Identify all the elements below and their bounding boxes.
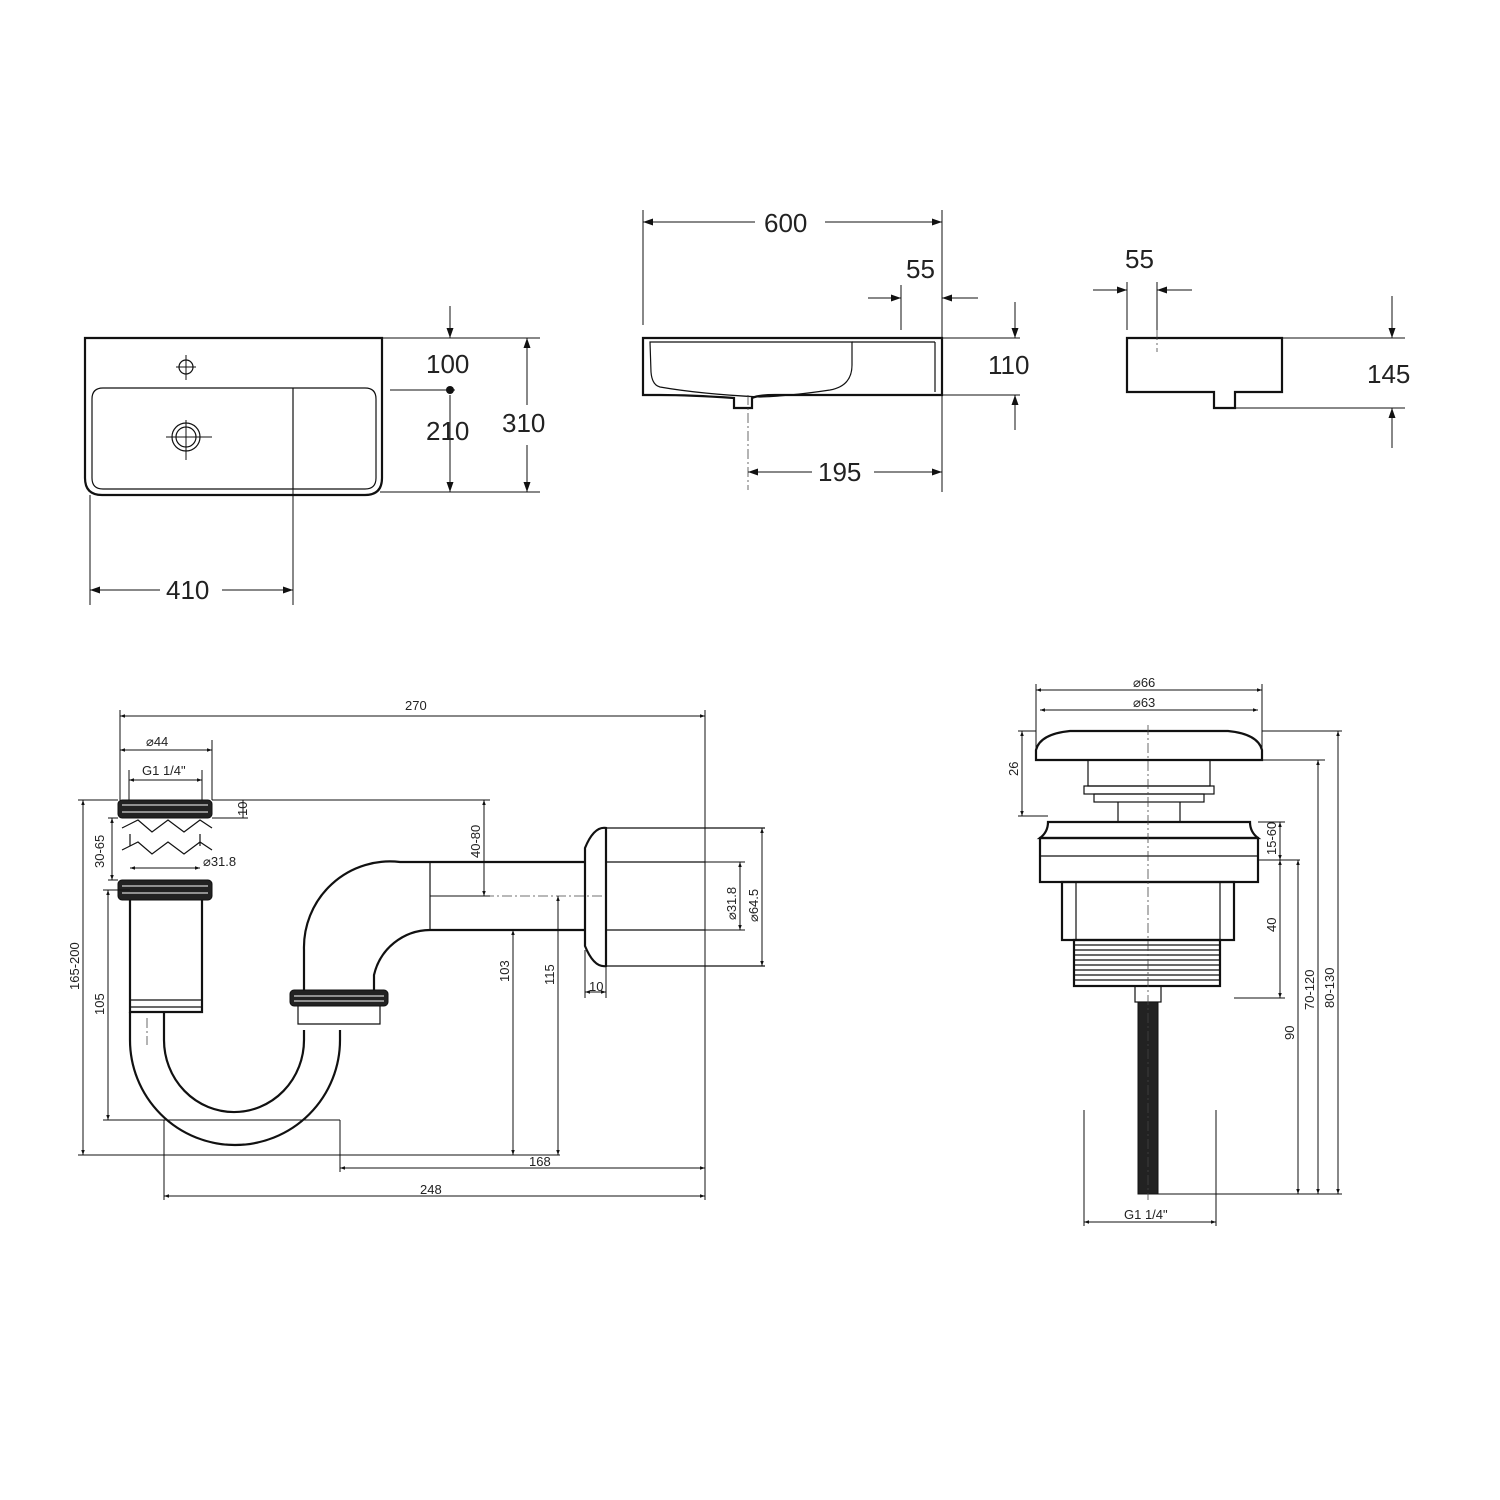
dim-270: 270	[405, 698, 427, 713]
dim-195: 195	[818, 457, 861, 487]
dim-110: 110	[988, 350, 1029, 380]
tap-center-dot	[446, 386, 454, 394]
dim-80-130: 80-130	[1322, 968, 1337, 1008]
dim-168: 168	[529, 1154, 551, 1169]
basin-front-outline	[641, 336, 944, 410]
dim-40-80: 40-80	[468, 825, 483, 858]
dim-100: 100	[426, 349, 469, 379]
dim-145: 145	[1367, 359, 1410, 389]
dim-26: 26	[1006, 762, 1021, 776]
dim-dia-64-5: ⌀64.5	[746, 889, 761, 922]
outlet-elbow	[302, 860, 430, 990]
dim-210: 210	[426, 416, 469, 446]
dim-10-nut: 10	[235, 802, 250, 816]
bend-nut	[289, 989, 389, 1007]
dim-dia-31-8-inlet: ⌀31.8	[203, 854, 236, 869]
dim-dia-31-8-outlet: ⌀31.8	[724, 887, 739, 920]
wall-flange	[583, 826, 608, 968]
dim-30-65: 30-65	[92, 835, 107, 868]
basin-front-bowl	[649, 341, 853, 398]
dim-70-120: 70-120	[1302, 970, 1317, 1010]
dim-310: 310	[502, 408, 545, 438]
u-bend	[128, 1012, 342, 1147]
tube-nut	[117, 879, 213, 901]
waste-view: ⌀66 ⌀63 26 15-60 40 90 70-120 80-130 G1 …	[1006, 675, 1342, 1226]
waste-hole-icon	[166, 420, 212, 460]
dim-55-side: 55	[1125, 244, 1154, 274]
dim-g114-waste: G1 1/4"	[1124, 1207, 1168, 1222]
basin-top-view: 100 210 310 410	[83, 306, 545, 605]
dim-10-flange: 10	[589, 979, 603, 994]
dim-15-60: 15-60	[1264, 822, 1279, 855]
dim-248: 248	[420, 1182, 442, 1197]
dim-600: 600	[764, 208, 807, 238]
dim-dia-44: ⌀44	[146, 734, 168, 749]
basin-top-outline	[83, 336, 384, 497]
basin-side-outline	[1125, 336, 1284, 410]
waste-flange	[1036, 820, 1262, 840]
dim-90: 90	[1282, 1026, 1297, 1040]
inlet-nut	[117, 799, 213, 819]
dim-dia-63: ⌀63	[1133, 695, 1155, 710]
siphon-view: 270 ⌀44 G1 1/4" 10 30-65 ⌀31.8 165-200 1…	[67, 698, 765, 1200]
dim-103: 103	[497, 960, 512, 982]
dim-105: 105	[92, 993, 107, 1015]
waste-thread	[1072, 938, 1222, 988]
dim-115: 115	[542, 964, 557, 985]
dim-g114-siphon: G1 1/4"	[142, 763, 186, 778]
dim-410: 410	[166, 575, 209, 605]
dim-165-200: 165-200	[67, 942, 82, 990]
dim-55-front: 55	[906, 254, 935, 284]
basin-front-view: 600 55 110 195	[641, 208, 1029, 492]
basin-side-view: 55 145	[1093, 244, 1410, 448]
tap-hole-icon	[176, 355, 196, 380]
basin-bowl-outline	[91, 387, 377, 490]
waste-cap	[1034, 729, 1264, 762]
dim-dia-66: ⌀66	[1133, 675, 1155, 690]
dim-40: 40	[1264, 918, 1279, 932]
